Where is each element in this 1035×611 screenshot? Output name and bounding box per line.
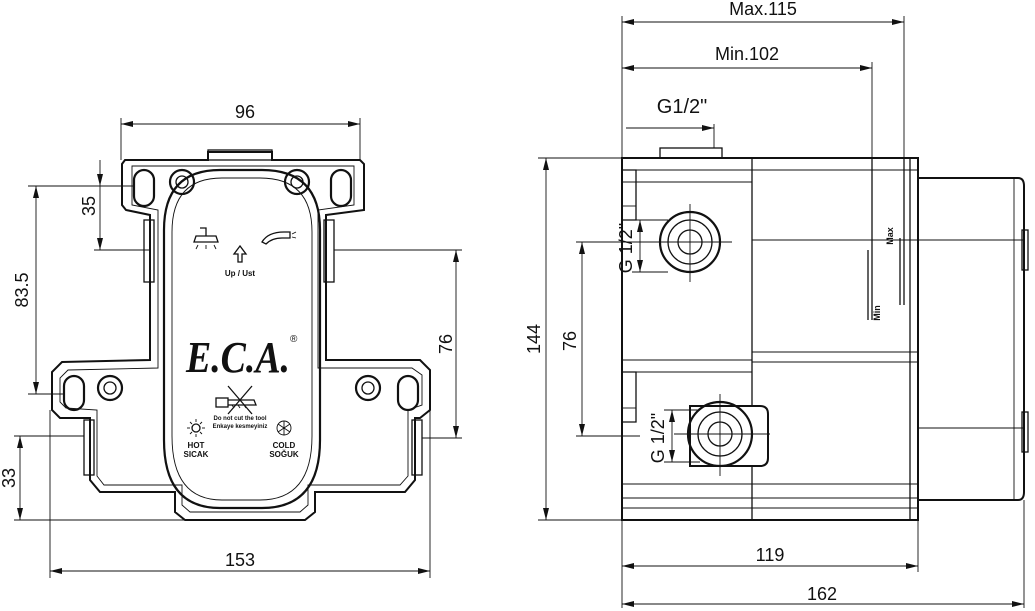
- hand-shower-icon: [193, 227, 219, 250]
- svg-text:153: 153: [225, 550, 255, 570]
- dim-76-side: 76: [560, 241, 650, 437]
- svg-text:96: 96: [235, 102, 255, 122]
- slot-top-left: [132, 168, 156, 208]
- front-body-outline: [51, 151, 431, 521]
- hot-label: HOT: [188, 441, 205, 450]
- hot-label-tr: SICAK: [184, 450, 209, 459]
- slot-bottom-right: [396, 374, 420, 412]
- svg-text:G1/2": G1/2": [657, 96, 707, 118]
- upper-port: [650, 204, 732, 282]
- svg-text:33: 33: [0, 468, 19, 488]
- svg-text:83.5: 83.5: [12, 272, 32, 307]
- direction-label: Up / Ust: [225, 269, 256, 278]
- dim-g12-lower: G 1/2": [648, 409, 700, 463]
- dim-96: 96: [120, 102, 361, 160]
- svg-text:119: 119: [756, 545, 785, 565]
- dim-g12-upper: G 1/2": [616, 219, 668, 273]
- svg-text:76: 76: [436, 334, 456, 354]
- svg-text:162: 162: [807, 584, 837, 604]
- front-body-inner-line: [59, 165, 423, 513]
- lower-port: [674, 394, 770, 476]
- screw-bottom-left: [96, 374, 124, 402]
- cold-label: COLD: [273, 441, 296, 450]
- svg-text:G 1/2": G 1/2": [648, 413, 668, 463]
- dim-min-102: Min.102: [622, 44, 873, 158]
- cover-plate: [162, 168, 322, 510]
- side-flange-upper: [622, 169, 637, 221]
- svg-text:G 1/2": G 1/2": [616, 223, 636, 273]
- cover-plate-inner: [171, 177, 313, 501]
- hot-sun-icon: [187, 419, 205, 437]
- svg-text:Max: Max: [885, 227, 895, 245]
- warning-line-2: Enkaye kesmeyiniz: [213, 424, 268, 430]
- side-body-main: [621, 157, 919, 521]
- top-tab: [207, 149, 273, 161]
- slot-top-right: [329, 168, 353, 208]
- warning-line-1: Do not cut the tool: [214, 416, 267, 422]
- dim-144: 144: [524, 157, 622, 521]
- svg-text:76: 76: [560, 331, 580, 351]
- cold-snowflake-icon: [276, 420, 292, 436]
- svg-text:35: 35: [79, 196, 99, 216]
- side-flange-lower: [622, 371, 637, 423]
- depth-markers: Max Min: [867, 158, 905, 321]
- cold-label-tr: SOĞUK: [269, 450, 299, 459]
- side-body-detail-lines: [622, 158, 1024, 520]
- left-stub-upper: [143, 219, 155, 283]
- front-view: Up / Ust E.C.A. ® Do not cut the tool En…: [0, 102, 462, 578]
- dim-83-5: 83.5: [12, 185, 122, 395]
- overhead-shower-icon: [261, 231, 297, 245]
- dim-g12-top: G1/2": [626, 96, 715, 148]
- side-cover-cap: [917, 177, 1025, 501]
- registered-mark: ®: [290, 334, 298, 345]
- up-arrow-icon: [232, 244, 248, 263]
- dim-119: 119: [621, 520, 919, 608]
- dim-max-115: Max.115: [621, 0, 905, 158]
- dim-76-front: 76: [334, 249, 462, 439]
- eca-logo: E.C.A.: [185, 333, 290, 382]
- right-stub-upper: [323, 219, 335, 283]
- no-cut-icon: [215, 385, 257, 415]
- dim-33: 33: [0, 435, 185, 521]
- side-view: Max Min Max.115 Min.102 G1/2": [524, 0, 1029, 608]
- svg-text:Max.115: Max.115: [729, 0, 797, 19]
- side-top-nub: [659, 147, 723, 159]
- slot-bottom-left: [62, 374, 86, 412]
- svg-text:144: 144: [524, 324, 544, 354]
- dim-162: 162: [622, 500, 1025, 608]
- screw-bottom-right: [354, 374, 382, 402]
- dim-153: 153: [49, 410, 431, 578]
- left-stub-lower: [83, 419, 95, 476]
- svg-text:Min: Min: [872, 305, 882, 321]
- right-stub-lower: [411, 419, 423, 476]
- svg-text:Min.102: Min.102: [715, 44, 779, 64]
